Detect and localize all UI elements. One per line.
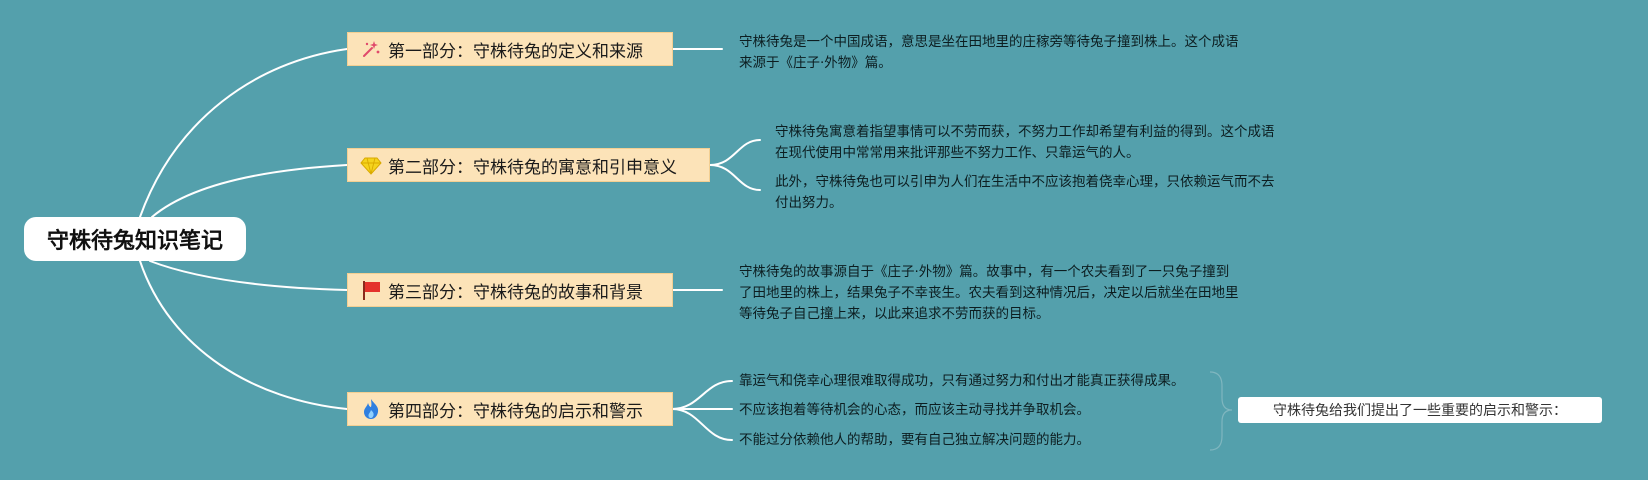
branch-part-4[interactable]: 第四部分：守株待兔的启示和警示 [347, 392, 673, 426]
connector-branch-4-note-1 [671, 380, 733, 410]
connector-root-branch-3 [149, 260, 348, 291]
root-title: 守株待兔知识笔记 [46, 229, 223, 254]
gem-icon [360, 154, 382, 176]
branch-label: 第二部分：守株待兔的寓意和引申意义 [388, 157, 677, 178]
note-part-4-b: 不应该抱着等待机会的心态，而应该主动寻找并争取机会。 [739, 402, 1090, 418]
connector-branch-2-note-2 [709, 164, 761, 191]
branch-part-1[interactable]: 第一部分：守株待兔的定义和来源 [347, 32, 673, 66]
note-part-4-c: 不能过分依赖他人的帮助，要有自己独立解决问题的能力。 [739, 432, 1090, 448]
summary-text: 守株待兔给我们提出了一些重要的启示和警示： [1273, 403, 1567, 419]
summary-callout[interactable]: 守株待兔给我们提出了一些重要的启示和警示： [1238, 397, 1602, 423]
root-topic[interactable]: 守株待兔知识笔记 [24, 217, 246, 261]
note-part-1: 守株待兔是一个中国成语，意思是坐在田地里的庄稼旁等待兔子撞到株上。这个成语来源于… [739, 34, 1239, 71]
branch-part-3[interactable]: 第三部分：守株待兔的故事和背景 [347, 273, 673, 307]
branch-label: 第四部分：守株待兔的启示和警示 [388, 401, 643, 422]
note-part-3: 守株待兔的故事源自于《庄子·外物》篇。故事中，有一个农夫看到了一只兔子撞到了田地… [739, 264, 1239, 322]
branch-part-2[interactable]: 第二部分：守株待兔的寓意和引申意义 [347, 148, 710, 182]
connector-root-branch-2 [151, 164, 348, 218]
note-part-2-a: 守株待兔寓意着指望事情可以不劳而获，不努力工作却希望有利益的得到。这个成语在现代… [775, 124, 1275, 161]
connector-branch-2-note-1 [709, 139, 761, 166]
branch-label: 第三部分：守株待兔的故事和背景 [388, 282, 643, 303]
note-part-2-b: 此外，守株待兔也可以引申为人们在生活中不应该抱着侥幸心理，只依赖运气而不去付出努… [775, 174, 1275, 211]
flag-icon [360, 279, 382, 301]
sparkle-icon [360, 38, 382, 60]
fire-icon [360, 398, 382, 420]
connector-root-branch-4 [139, 260, 348, 410]
summary-bracket [1209, 371, 1233, 451]
branch-label: 第一部分：守株待兔的定义和来源 [388, 41, 643, 62]
connector-branch-4-note-3 [671, 408, 733, 441]
note-part-4-a: 靠运气和侥幸心理很难取得成功，只有通过努力和付出才能真正获得成果。 [739, 373, 1185, 389]
connector-root-branch-1 [139, 48, 348, 218]
